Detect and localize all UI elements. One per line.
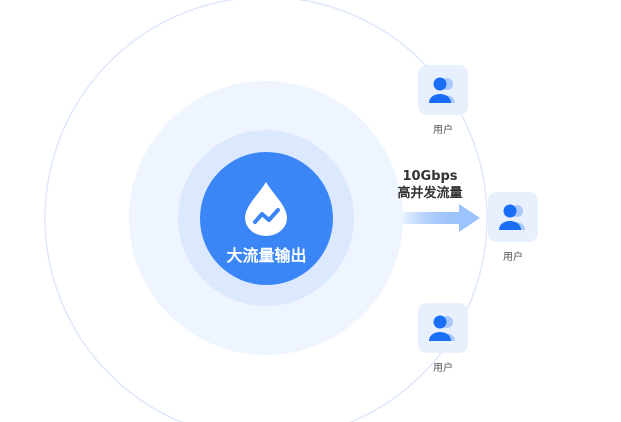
- flow-arrow: [395, 204, 480, 232]
- flow-rate: 10Gbps: [402, 169, 458, 184]
- center-node: 大流量输出: [200, 152, 333, 285]
- water-drop-trend-icon: [245, 182, 287, 236]
- user-icon: [429, 315, 455, 341]
- user-card-top: [418, 65, 468, 115]
- user-icon: [429, 77, 455, 103]
- user-card-bottom: [418, 303, 468, 353]
- user-card-middle: [488, 192, 538, 242]
- center-label: 大流量输出: [226, 246, 307, 265]
- flow-desc: 高并发流量: [397, 186, 463, 201]
- user-icon: [499, 204, 525, 230]
- user-label-middle: 用户: [503, 252, 523, 263]
- user-label-top: 用户: [433, 125, 453, 136]
- user-label-bottom: 用户: [433, 363, 453, 374]
